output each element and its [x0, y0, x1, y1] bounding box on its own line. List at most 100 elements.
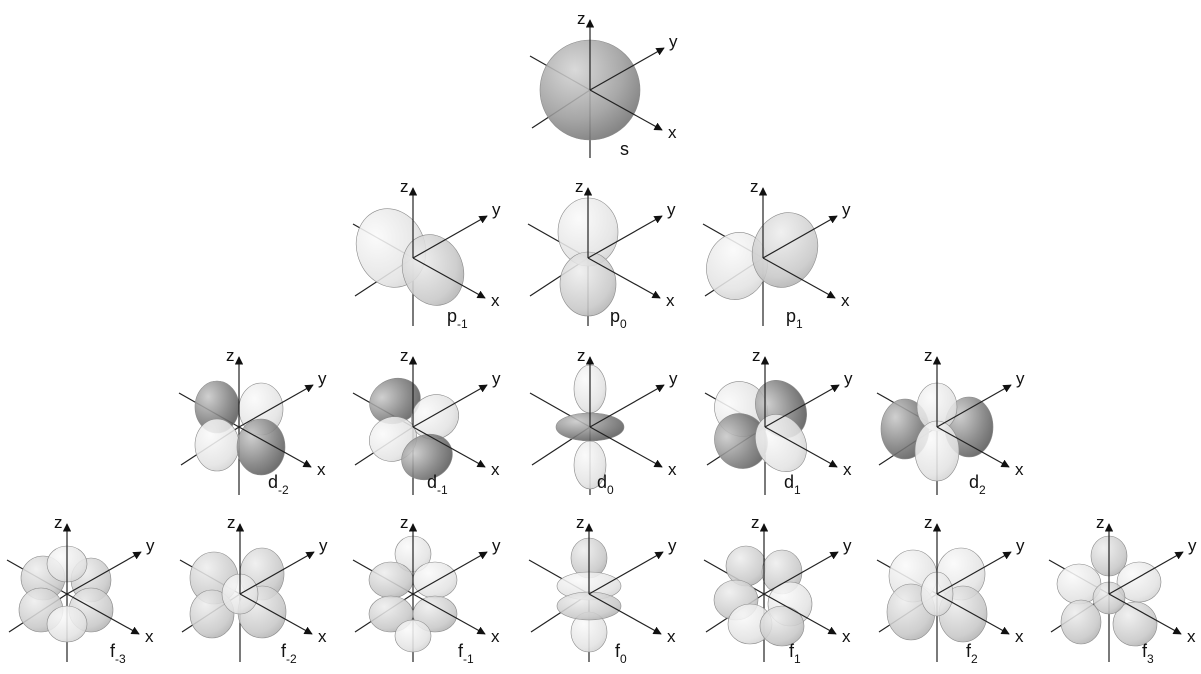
orbital-d0: z y x	[529, 346, 678, 495]
x-axis-label: x	[667, 627, 676, 646]
label-p0: p0	[610, 306, 627, 331]
orbital-d2: z y x	[876, 346, 1025, 495]
x-axis-label: x	[1187, 627, 1196, 646]
x-axis-label: x	[841, 291, 850, 310]
z-axis-label: z	[226, 346, 235, 365]
y-axis-arrow	[412, 384, 488, 428]
orbital-lobe	[1060, 599, 1102, 645]
x-axis-arrow	[66, 593, 140, 635]
label-d0: d0	[597, 472, 614, 497]
z-axis-label: z	[751, 513, 760, 532]
orbital-lobe	[1116, 561, 1162, 603]
label-f-1: f-1	[458, 641, 474, 666]
label-d2: d2	[969, 472, 986, 497]
orbital-f2: z y x	[876, 513, 1025, 662]
y-axis-label: y	[669, 32, 678, 51]
x-axis-arrow	[589, 426, 663, 468]
y-axis-arrow	[66, 551, 142, 595]
orbital-lobe	[401, 234, 465, 306]
y-axis-arrow	[589, 47, 665, 91]
orbital-p1: zyx	[702, 177, 851, 326]
label-f2: f2	[966, 641, 978, 666]
y-axis-arrow	[588, 551, 664, 595]
y-axis-label: y	[146, 536, 155, 555]
label-f0: f0	[615, 641, 627, 666]
y-axis-arrow	[239, 551, 315, 595]
y-axis-arrow	[1108, 551, 1184, 595]
y-axis-label: y	[669, 369, 678, 388]
z-axis-label: z	[54, 513, 63, 532]
orbital-f-1: z y x	[352, 513, 501, 662]
y-axis-label: y	[1016, 536, 1025, 555]
x-axis-arrow	[412, 593, 486, 635]
y-axis-label: y	[844, 369, 853, 388]
label-p1: p1	[786, 306, 803, 331]
label-f3: f3	[1142, 641, 1154, 666]
orbital-lobe	[236, 418, 286, 476]
z-axis-label: z	[924, 346, 933, 365]
y-axis-arrow	[412, 215, 488, 259]
z-axis-label: z	[577, 346, 586, 365]
x-axis-label: x	[491, 460, 500, 479]
y-axis-arrow	[412, 551, 488, 595]
x-axis-label: x	[668, 460, 677, 479]
orbital-d1: z y x	[704, 346, 853, 495]
x-axis-label: x	[491, 291, 500, 310]
x-axis-label: x	[843, 460, 852, 479]
orbital-lobe	[194, 418, 240, 472]
y-axis-label: y	[1016, 369, 1025, 388]
label-p-1: p-1	[447, 306, 468, 331]
x-axis-label: x	[317, 460, 326, 479]
z-axis-label: z	[400, 346, 409, 365]
y-axis-arrow	[936, 551, 1012, 595]
orbital-lobe	[368, 561, 414, 599]
y-axis-label: y	[492, 200, 501, 219]
label-d-2: d-2	[268, 472, 289, 497]
orbital-lobe	[1112, 601, 1158, 647]
x-axis-arrow	[936, 426, 1010, 468]
label-d1: d1	[784, 472, 801, 497]
x-axis-arrow	[936, 593, 1010, 635]
orbital-lobe	[914, 420, 960, 482]
orbital-lobe	[394, 619, 432, 653]
x-axis-arrow	[587, 257, 661, 299]
y-axis-label: y	[1188, 536, 1197, 555]
z-axis-label: z	[400, 513, 409, 532]
y-axis-label: y	[318, 369, 327, 388]
orbital-f3: z y x	[1048, 513, 1197, 662]
orbital-f0: zyx	[528, 513, 677, 662]
label-f-3: f-3	[110, 641, 126, 666]
y-axis-arrow	[764, 384, 840, 428]
orbital-lobe	[401, 433, 453, 481]
orbital-f-2: zyx	[179, 513, 328, 662]
x-axis-arrow	[763, 593, 837, 635]
x-axis-arrow	[239, 593, 313, 635]
x-axis-arrow	[589, 89, 663, 131]
x-axis-label: x	[1015, 460, 1024, 479]
x-axis-arrow	[412, 426, 486, 468]
x-axis-label: x	[842, 627, 851, 646]
label-f-2: f-2	[281, 641, 297, 666]
z-axis-label: z	[575, 177, 584, 196]
y-axis-arrow	[936, 384, 1012, 428]
z-axis-label: z	[577, 9, 586, 28]
label-f1: f1	[789, 641, 801, 666]
y-axis-label: y	[667, 200, 676, 219]
orbital-p-1: zyx	[352, 177, 501, 326]
z-axis-label: z	[750, 177, 759, 196]
x-axis-arrow	[412, 257, 486, 299]
y-axis-label: y	[492, 536, 501, 555]
x-axis-label: x	[318, 627, 327, 646]
z-axis-label: z	[1096, 513, 1105, 532]
z-axis-label: z	[924, 513, 933, 532]
x-axis-label: x	[491, 627, 500, 646]
y-axis-label: y	[668, 536, 677, 555]
z-axis-label: z	[752, 346, 761, 365]
orbital-lobe	[759, 605, 805, 647]
y-axis-label: y	[843, 536, 852, 555]
x-axis-label: x	[1015, 627, 1024, 646]
orbital-lobe	[751, 212, 819, 288]
label-s: s	[620, 139, 629, 159]
orbital-s: zyx	[529, 9, 678, 158]
orbital-lobe	[412, 561, 458, 599]
